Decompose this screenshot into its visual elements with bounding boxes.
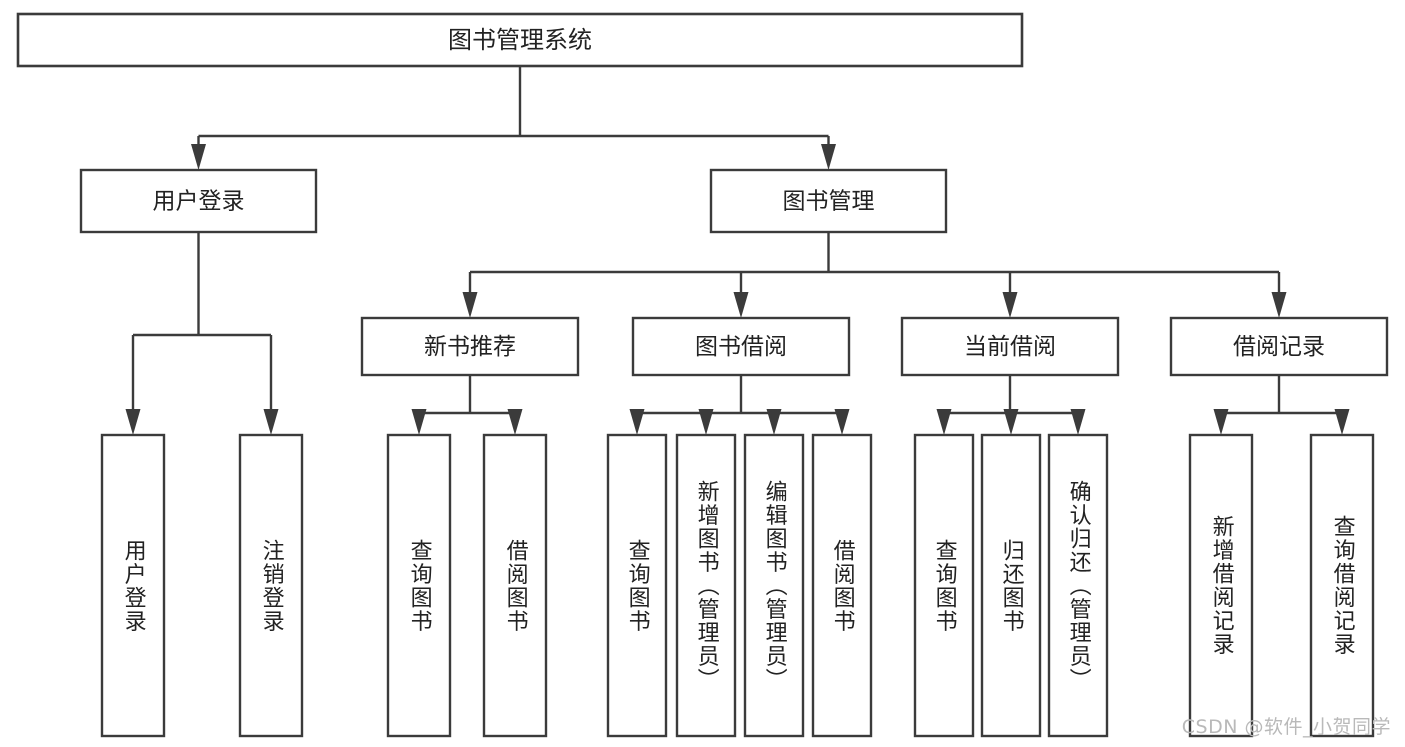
arrow-to-leaf-borrow-book-2-arrowhead [834,409,850,435]
node-label-user-login: 用户登录 [153,189,245,215]
node-box-leaf-borrow-book-2[interactable] [811,433,873,738]
node-box-book-borrow[interactable] [631,316,851,377]
node-label-root: 图书管理系统 [448,26,592,54]
node-label-new-book-recommend: 新书推荐 [424,334,516,360]
arrow-to-current-borrow-arrowhead [1002,292,1018,318]
arrow-to-leaf-query-book-1-arrowhead [411,409,427,435]
node-box-leaf-add-book[interactable] [675,433,737,738]
node-box-leaf-user-login[interactable] [100,433,166,738]
arrow-to-leaf-return-book-arrowhead [1003,409,1019,435]
arrow-to-leaf-edit-book-arrowhead [766,409,782,435]
arrow-to-leaf-user-login-arrowhead [125,409,141,435]
node-box-book-manage[interactable] [709,168,948,234]
node-box-leaf-logout-login[interactable] [238,433,304,738]
node-box-leaf-borrow-book-1[interactable] [482,433,548,738]
arrow-to-leaf-add-record-arrowhead [1213,409,1229,435]
arrow-to-leaf-logout-login-arrowhead [263,409,279,435]
arrow-to-leaf-query-book-2-arrowhead [629,409,645,435]
arrow-to-new-book-recommend-arrowhead [462,292,478,318]
node-box-root[interactable] [16,12,1024,68]
arrow-to-leaf-add-book-arrowhead [698,409,714,435]
node-label-borrow-record: 借阅记录 [1233,334,1325,360]
arrow-to-leaf-query-record-arrowhead [1334,409,1350,435]
arrow-to-leaf-borrow-book-1-arrowhead [507,409,523,435]
node-box-leaf-confirm-return[interactable] [1047,433,1109,738]
connector-layer [125,66,1350,435]
arrow-to-book-borrow-arrowhead [733,292,749,318]
arrow-to-leaf-confirm-return-arrowhead [1070,409,1086,435]
node-label-book-borrow: 图书借阅 [695,334,787,360]
arrow-to-user-login-arrowhead [191,144,206,170]
node-box-current-borrow[interactable] [900,316,1120,377]
node-box-borrow-record[interactable] [1169,316,1389,377]
node-box-leaf-query-book-1[interactable] [386,433,452,738]
node-box-leaf-query-book-2[interactable] [606,433,668,738]
arrow-to-borrow-record-arrowhead [1271,292,1287,318]
node-label-book-manage: 图书管理 [783,189,875,215]
arrow-to-book-manage-arrowhead [821,144,836,170]
node-box-leaf-return-book[interactable] [980,433,1042,738]
node-box-leaf-edit-book[interactable] [743,433,805,738]
node-box-leaf-query-record[interactable] [1309,433,1375,738]
node-label-current-borrow: 当前借阅 [964,334,1056,360]
node-box-new-book-recommend[interactable] [360,316,580,377]
node-box-leaf-add-record[interactable] [1188,433,1254,738]
node-box-leaf-query-book-3[interactable] [913,433,975,738]
node-box-user-login[interactable] [79,168,318,234]
box-layer [16,12,1389,738]
arrow-to-leaf-query-book-3-arrowhead [936,409,952,435]
